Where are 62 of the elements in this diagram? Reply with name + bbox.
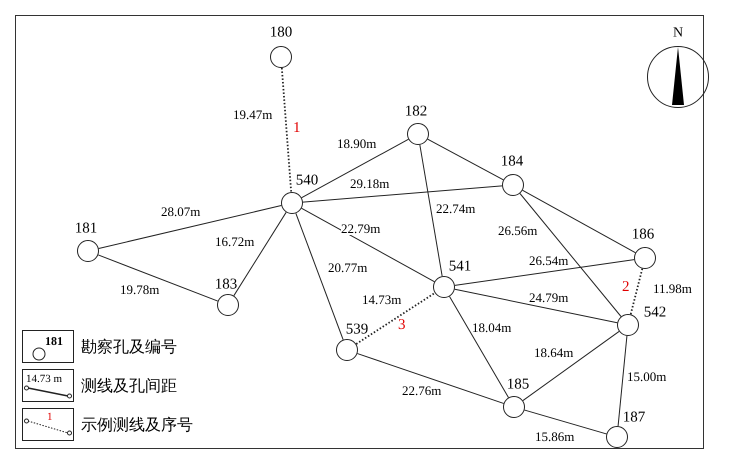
survey-line <box>280 68 292 192</box>
line-number: 1 <box>47 410 52 425</box>
survey-line <box>356 292 436 345</box>
distance-label: 14.73 m <box>26 372 62 387</box>
survey-line <box>427 138 504 180</box>
survey-line <box>356 353 504 404</box>
borehole-number: 185 <box>506 378 530 392</box>
distance-label: 18.04m <box>472 321 512 334</box>
survey-line <box>630 268 644 315</box>
distance-label: 14.73m <box>362 293 402 306</box>
distance-label: 18.90m <box>337 137 376 150</box>
survey-line <box>233 212 287 296</box>
borehole-number: 181 <box>45 334 63 349</box>
distance-label: 28.07m <box>161 205 200 218</box>
borehole-number: 183 <box>214 278 238 292</box>
survey-line <box>449 296 509 398</box>
borehole-number: 182 <box>404 104 428 120</box>
line-number: 3 <box>398 318 406 333</box>
distance-label: 18.64m <box>534 346 574 359</box>
borehole-number: 542 <box>644 306 666 320</box>
survey-line <box>301 138 409 198</box>
distance-label: 26.54m <box>529 254 568 267</box>
distance-label: 15.00m <box>627 370 666 383</box>
survey-line <box>98 254 218 302</box>
distance-label: 16.72m <box>215 235 254 248</box>
distance-label: 22.79m <box>341 222 380 235</box>
survey-line <box>522 330 620 402</box>
borehole-number: 186 <box>632 228 654 242</box>
borehole-number: 180 <box>270 26 292 40</box>
survey-line <box>519 193 622 317</box>
borehole-number: 539 <box>346 322 368 338</box>
survey-line <box>454 259 635 286</box>
survey-line <box>522 190 636 254</box>
borehole-number: 181 <box>74 222 98 236</box>
survey-line <box>618 335 628 427</box>
distance-label: 15.86m <box>535 430 574 443</box>
distance-label: 19.47m <box>233 108 272 121</box>
borehole-number: 540 <box>296 174 318 188</box>
survey-line <box>98 205 282 249</box>
distance-label: 11.98m <box>653 282 692 295</box>
borehole-number: 541 <box>448 260 472 274</box>
line-number: 2 <box>622 280 630 295</box>
survey-line <box>524 410 607 434</box>
distance-label: 19.78m <box>120 283 160 296</box>
line-number: 1 <box>293 121 300 136</box>
borehole-number: 187 <box>622 410 646 426</box>
distance-label: 22.74m <box>436 202 476 215</box>
distance-label: 22.76m <box>402 384 442 397</box>
north-label: N <box>672 26 684 40</box>
distance-label: 26.56m <box>498 224 538 237</box>
distance-label: 29.18m <box>350 177 390 190</box>
distance-label: 24.79m <box>529 291 568 304</box>
legend-text: 勘察孔及编号 <box>81 338 177 356</box>
survey-line <box>295 212 344 340</box>
distance-label: 20.77m <box>328 261 368 274</box>
survey-line <box>301 208 435 282</box>
legend-text: 示例测线及序号 <box>81 416 193 434</box>
survey-line <box>302 185 503 203</box>
borehole-number: 184 <box>500 154 524 170</box>
survey-line <box>454 288 618 324</box>
legend-text: 测线及孔间距 <box>81 377 177 395</box>
survey-line <box>419 144 443 277</box>
